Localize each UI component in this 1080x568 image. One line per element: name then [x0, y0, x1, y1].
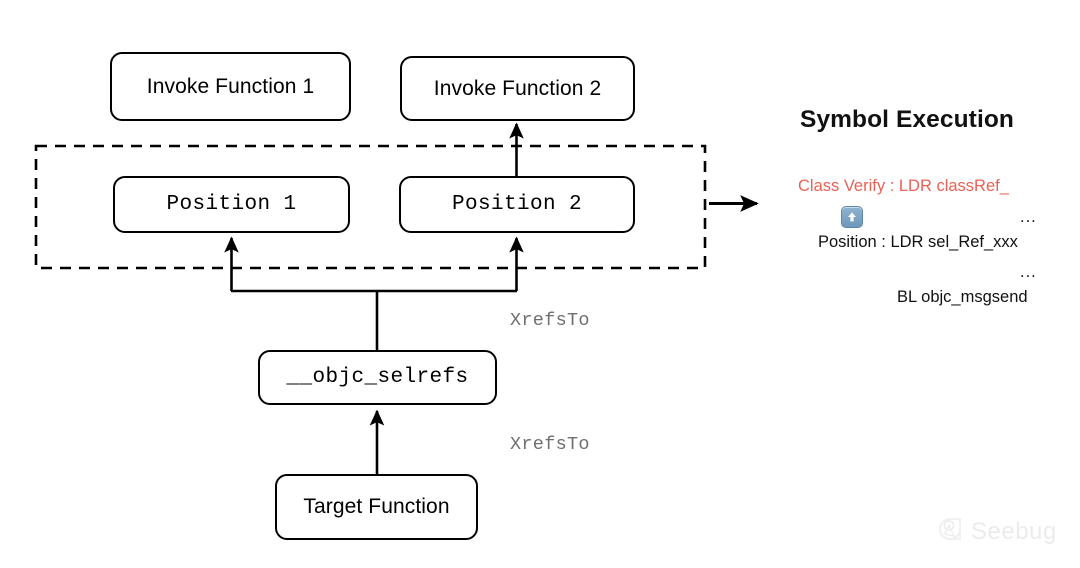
node-label: Target Function: [303, 495, 450, 518]
watermark: Seebug: [936, 515, 1057, 548]
node-label: Position 2: [451, 193, 583, 216]
node-position-1[interactable]: Position 1: [113, 176, 350, 233]
node-position-2[interactable]: Position 2: [399, 176, 635, 233]
node-label: Invoke Function 2: [433, 76, 602, 100]
node-objc-selrefs[interactable]: __objc_selrefs: [258, 350, 497, 405]
watermark-text: Seebug: [971, 517, 1057, 545]
node-label: Position 1: [166, 193, 297, 216]
node-target-function[interactable]: Target Function: [275, 474, 478, 540]
edge-label-xrefs-lower: XrefsTo: [510, 434, 590, 455]
panel-line-class-verify: Class Verify : LDR classRef_: [798, 177, 1009, 195]
panel-title-symbol-execution: Symbol Execution: [800, 106, 1014, 133]
node-label: __objc_selrefs: [286, 366, 469, 389]
node-invoke-function-2[interactable]: Invoke Function 2: [400, 56, 635, 121]
panel-line-position: Position : LDR sel_Ref_xxx: [818, 233, 1018, 251]
panel-line-ellipsis-2: ...: [1020, 263, 1037, 281]
panel-line-ellipsis-1: ...: [1020, 208, 1037, 226]
node-label: Invoke Function 1: [146, 74, 315, 98]
arrow-up-icon: [841, 206, 863, 228]
edge-label-xrefs-upper: XrefsTo: [510, 310, 590, 331]
seebug-logo-icon: [936, 515, 964, 548]
node-invoke-function-1[interactable]: Invoke Function 1: [110, 52, 351, 121]
panel-line-msgsend: BL objc_msgsend: [897, 288, 1028, 306]
